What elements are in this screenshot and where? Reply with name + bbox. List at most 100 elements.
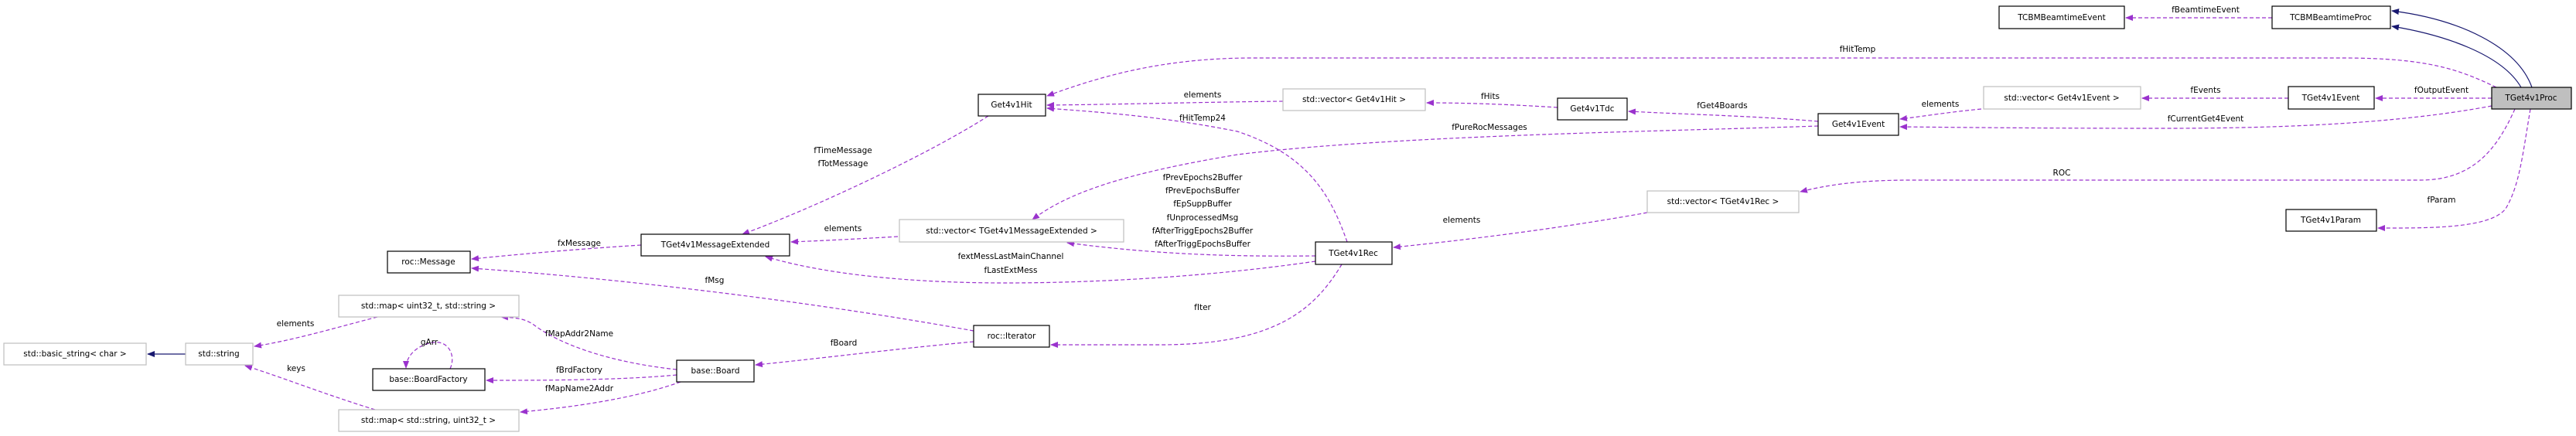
edge-elements-event	[1899, 108, 1982, 121]
node-tcbmbeamtimeevent[interactable]: TCBMBeamtimeEvent	[1998, 5, 2125, 29]
node-map-uint-string[interactable]: std::map< uint32_t, std::string >	[338, 295, 520, 318]
edge-elements-rec	[1393, 212, 1648, 250]
edge-fxmessage	[471, 244, 642, 262]
node-get4v1event[interactable]: Get4v1Event	[1817, 113, 1899, 136]
edge-roc	[1800, 108, 2516, 193]
edge-label: elements	[277, 319, 315, 329]
inheritance-edge-proc-beamtimeproc-2	[2391, 24, 2522, 88]
node-label: TGet4v1Event	[2301, 94, 2360, 103]
node-label: TGet4v1Rec	[1328, 249, 1378, 258]
edge-label: fUnprocessedMsg	[1167, 213, 1239, 223]
edge-label: fHitTemp	[1840, 45, 1876, 54]
node-base-board[interactable]: base::Board	[676, 359, 755, 383]
edge-label: fMapAddr2Name	[545, 329, 613, 339]
node-label: TGet4v1MessageExtended	[660, 240, 770, 250]
node-vector-get4v1event[interactable]: std::vector< Get4v1Event >	[1983, 86, 2141, 110]
node-label: std::string	[198, 349, 239, 359]
node-tget4v1event[interactable]: TGet4v1Event	[2288, 86, 2375, 110]
node-label: std::vector< TGet4v1MessageExtended >	[926, 227, 1097, 236]
edge-label: fHits	[1481, 92, 1500, 101]
edge-label: fEvents	[2190, 86, 2220, 95]
edge-label: fMsg	[705, 276, 725, 285]
edge-fboard	[755, 341, 974, 368]
edge-label: fIter	[1194, 303, 1211, 312]
node-map-string-uint[interactable]: std::map< std::string, uint32_t >	[338, 409, 520, 432]
edge-elements-string	[254, 316, 378, 349]
node-label: Get4v1Event	[1832, 120, 1885, 129]
edge-label: elements	[824, 224, 862, 233]
edge-label: fGet4Boards	[1697, 101, 1747, 111]
node-get4v1tdc[interactable]: Get4v1Tdc	[1557, 97, 1628, 121]
edge-fmapname2addr	[520, 381, 681, 415]
node-tget4v1param[interactable]: TGet4v1Param	[2285, 209, 2377, 232]
edge-label: fLastExtMess	[984, 266, 1038, 275]
node-std-string[interactable]: std::string	[185, 342, 254, 366]
node-tget4v1proc[interactable]: TGet4v1Proc	[2491, 87, 2572, 110]
node-label: TCBMBeamtimeProc	[2289, 13, 2372, 22]
node-label: TGet4v1Param	[2300, 216, 2361, 225]
node-msgext[interactable]: TGet4v1MessageExtended	[640, 233, 790, 257]
node-label: Get4v1Tdc	[1570, 104, 1614, 114]
node-get4v1hit[interactable]: Get4v1Hit	[978, 94, 1046, 117]
node-vector-get4v1hit[interactable]: std::vector< Get4v1Hit >	[1282, 88, 1426, 111]
node-label: base::Board	[691, 366, 740, 376]
edge-label: fBeamtimeEvent	[2172, 5, 2240, 15]
edge-garr	[403, 342, 453, 370]
edge-label: fextMessLastMainChannel	[958, 252, 1064, 261]
edge-fmapaddr2name	[500, 314, 677, 370]
node-label: std::vector< TGet4v1Rec >	[1667, 197, 1779, 206]
node-vector-tget4v1rec[interactable]: std::vector< TGet4v1Rec >	[1646, 190, 1800, 213]
edge-label: ROC	[2053, 169, 2071, 178]
node-label: base::BoardFactory	[389, 375, 467, 384]
node-label: std::map< uint32_t, std::string >	[361, 301, 496, 311]
node-label: std::vector< Get4v1Event >	[2004, 94, 2119, 103]
edge-label: fOutputEvent	[2414, 86, 2469, 95]
node-label: std::basic_string< char >	[23, 349, 126, 359]
edge-label: fPrevEpochs2Buffer	[1163, 173, 1243, 182]
node-base-boardfactory[interactable]: base::BoardFactory	[372, 368, 486, 391]
edge-fget4boards	[1628, 108, 1819, 122]
node-label: roc::Iterator	[988, 332, 1036, 341]
edge-elements-hit	[1046, 100, 1284, 108]
node-label: std::map< std::string, uint32_t >	[361, 416, 496, 425]
edge-label: fAfterTriggEpochs2Buffer	[1152, 227, 1254, 236]
edge-label: fTotMessage	[818, 159, 868, 169]
edge-label: fPureRocMessages	[1452, 123, 1527, 132]
edge-label: fEpSuppBuffer	[1173, 199, 1232, 209]
node-label: roc::Message	[401, 257, 455, 267]
edge-fiter	[1050, 264, 1343, 348]
edge-rec-buffers	[1066, 240, 1316, 257]
edge-fparam	[2377, 108, 2531, 232]
edge-label: fCurrentGet4Event	[2168, 114, 2244, 124]
node-label: TGet4v1Proc	[2504, 94, 2557, 103]
edge-hit-messages	[742, 115, 989, 235]
edge-rec-extmess	[765, 255, 1316, 284]
edge-fhittemp	[1046, 57, 2497, 97]
node-roc-iterator[interactable]: roc::Iterator	[973, 325, 1050, 348]
edge-label: fTimeMessage	[814, 146, 872, 155]
node-tcbmbeamtimeproc[interactable]: TCBMBeamtimeProc	[2271, 5, 2391, 29]
edge-label: elements	[1443, 216, 1481, 225]
node-vector-msgext[interactable]: std::vector< TGet4v1MessageExtended >	[899, 219, 1124, 243]
edge-label: fParam	[2428, 196, 2456, 205]
edge-label: fHitTemp24	[1179, 114, 1226, 123]
edge-fpurerocmessages	[1032, 125, 1819, 220]
node-label: TCBMBeamtimeEvent	[2017, 13, 2106, 22]
edge-label: fxMessage	[558, 239, 601, 248]
edge-fhits	[1426, 100, 1558, 108]
edge-keys	[244, 364, 376, 410]
edge-label: fPrevEpochsBuffer	[1165, 186, 1240, 196]
edge-fhittemp24	[1046, 105, 1348, 243]
edge-label: fBrdFactory	[556, 366, 602, 375]
edge-elements-msgext	[790, 236, 899, 245]
edge-label: gArr	[421, 338, 438, 347]
node-label: Get4v1Hit	[991, 100, 1032, 110]
node-basic-string[interactable]: std::basic_string< char >	[3, 342, 147, 366]
edge-label: fAfterTriggEpochsBuffer	[1155, 240, 1251, 249]
inheritance-edge-proc-beamtimeproc-1	[2391, 9, 2533, 88]
node-tget4v1rec[interactable]: TGet4v1Rec	[1315, 241, 1393, 265]
edge-label: fBoard	[831, 339, 858, 348]
edge-label: fMapName2Addr	[545, 384, 614, 393]
node-roc-message[interactable]: roc::Message	[387, 250, 471, 274]
